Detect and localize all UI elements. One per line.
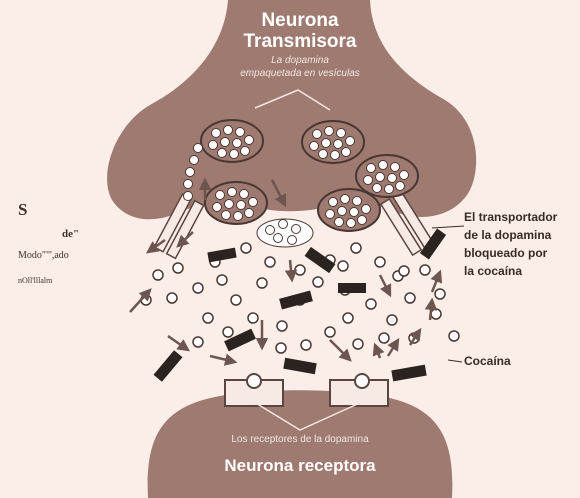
dopamine-molecule [375, 257, 385, 267]
title-line-1: Neurona [190, 10, 410, 31]
vesicle [302, 121, 364, 163]
cocaine-pointer-line [448, 360, 462, 362]
vesicle [205, 182, 267, 224]
dopamine-molecule [435, 289, 445, 299]
transporter-label-line-3: bloqueado por [464, 244, 547, 262]
release-site [257, 219, 313, 247]
dopamine-molecule [399, 266, 409, 276]
dopamine-molecule [276, 343, 286, 353]
transmitting-neuron-title: Neurona Transmisora [190, 10, 410, 52]
flow-arrow [330, 340, 350, 360]
dopamine-molecule [379, 333, 389, 343]
transporter-label-line-2: de la dopamina [464, 226, 551, 244]
dopamine-molecule [387, 315, 397, 325]
dopamine-molecule [193, 337, 203, 347]
transporter-label-line-1: El transportador [464, 208, 557, 226]
left-label-line-3: Modo""',ado [18, 250, 69, 261]
reuptake-dopamine [184, 192, 193, 201]
title-line-2: Transmisora [190, 31, 410, 52]
dopamine-molecule [248, 313, 258, 323]
transporter-pointer-line [432, 226, 464, 228]
flow-arrow [375, 345, 380, 358]
flow-arrow [210, 356, 235, 362]
dopamine-molecule [217, 275, 227, 285]
vesicle-caption-line-1: La dopamina [205, 54, 395, 67]
dopamine-molecule [301, 340, 311, 350]
cocaine-molecule [283, 358, 316, 374]
dopamine-molecule [351, 243, 361, 253]
flow-arrow [168, 336, 188, 350]
dopamine-molecule [193, 283, 203, 293]
vesicle [201, 120, 263, 162]
receiving-neuron-title: Neurona receptora [190, 456, 410, 476]
left-label-line-4: nOll'lllalm [18, 276, 52, 285]
reuptake-dopamine [194, 144, 203, 153]
dopamine-molecule [257, 278, 267, 288]
flow-arrow [388, 340, 398, 356]
vesicle [356, 155, 418, 197]
cocaine-molecule [391, 365, 426, 382]
dopamine-molecule [241, 243, 251, 253]
dopamine-molecule [203, 313, 213, 323]
dopamine-molecule [449, 331, 459, 341]
dopamine-receptor [225, 374, 283, 406]
dopamine-molecule [153, 270, 163, 280]
cocaine-molecule [154, 350, 183, 382]
dopamine-molecule [231, 295, 241, 305]
dopamine-molecule [223, 327, 233, 337]
dopamine-molecule [173, 263, 183, 273]
dopamine-molecule [325, 327, 335, 337]
vesicle-caption-line-2: empaquetada en vesículas [205, 67, 395, 80]
dopamine-molecule [313, 277, 323, 287]
dopamine-receptor [330, 374, 388, 406]
dopamine-molecule [265, 257, 275, 267]
reuptake-dopamine [184, 180, 193, 189]
left-label-line-2: de" [62, 228, 79, 240]
reuptake-dopamine [186, 168, 195, 177]
cocaine-molecule [279, 291, 313, 310]
reuptake-dopamine [190, 156, 199, 165]
vesicle [318, 189, 380, 231]
dopamine-molecule [420, 265, 430, 275]
dopamine-molecule [405, 293, 415, 303]
dopamine-molecule [343, 313, 353, 323]
receptor-caption: Los receptores de la dopamina [190, 434, 410, 445]
left-label-line-1: S [18, 200, 27, 220]
dopamine-molecule [277, 321, 287, 331]
dopamine-molecule [353, 339, 363, 349]
cocaine-molecule [338, 283, 366, 293]
dopamine-molecule [431, 309, 441, 319]
vesicle-caption: La dopamina empaquetada en vesículas [205, 54, 395, 80]
dopamine-molecule [338, 261, 348, 271]
cocaine-molecule [207, 248, 236, 263]
flow-arrow [290, 260, 292, 280]
flow-arrow [380, 275, 390, 295]
cocaine-label: Cocaína [464, 352, 511, 370]
dopamine-molecule [366, 299, 376, 309]
transporter-label-line-4: la cocaína [464, 262, 522, 280]
dopamine-molecule [295, 265, 305, 275]
dopamine-molecule [167, 293, 177, 303]
